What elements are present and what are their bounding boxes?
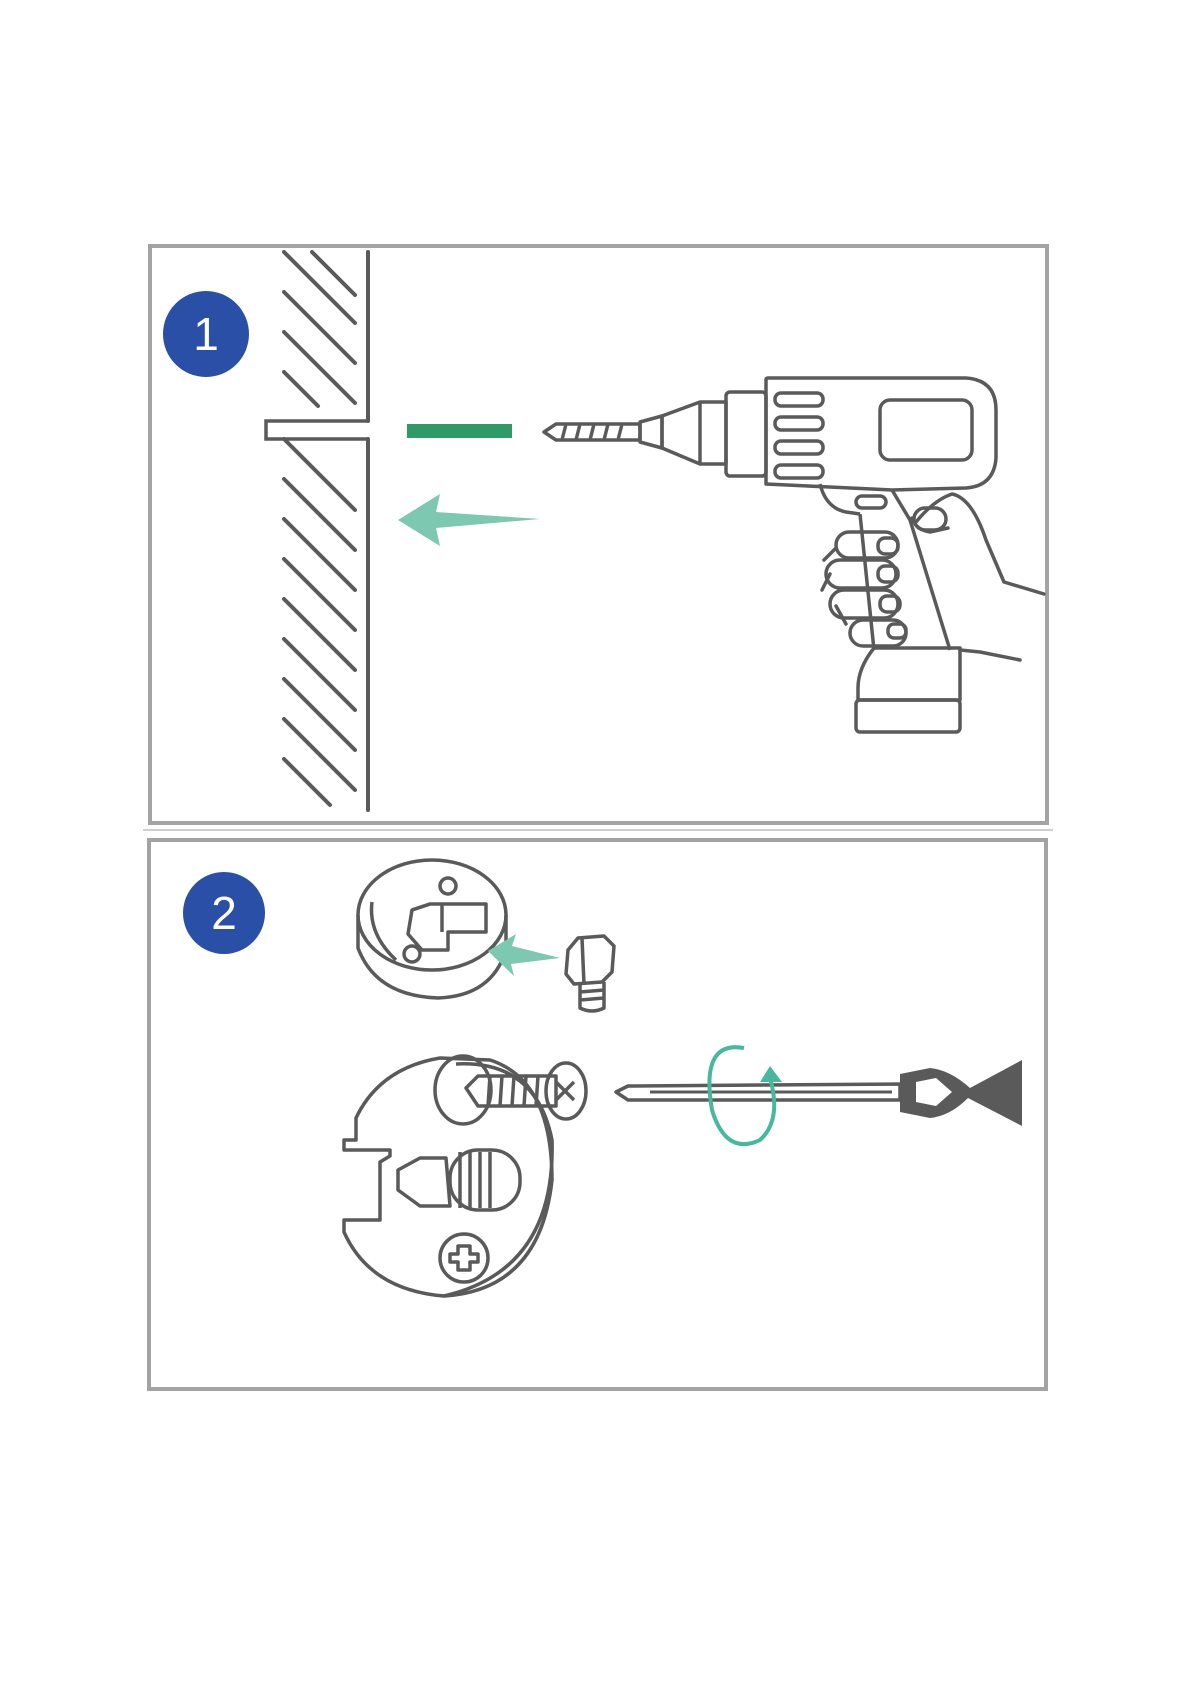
cam-disc-housing-icon	[358, 860, 506, 998]
drill-hole-icon	[266, 421, 368, 439]
wall-hatch-icon	[284, 252, 368, 810]
drill-bit-guide-icon	[407, 424, 512, 438]
insert-arrow-icon	[398, 494, 540, 546]
cam-disc-with-screw-icon	[344, 1056, 586, 1296]
screwdriver-icon	[616, 1060, 1022, 1126]
rotate-arrow-icon	[709, 1047, 782, 1144]
power-drill-icon	[544, 378, 996, 732]
threaded-dowel-icon	[566, 936, 614, 1011]
hand-icon	[822, 494, 1044, 660]
